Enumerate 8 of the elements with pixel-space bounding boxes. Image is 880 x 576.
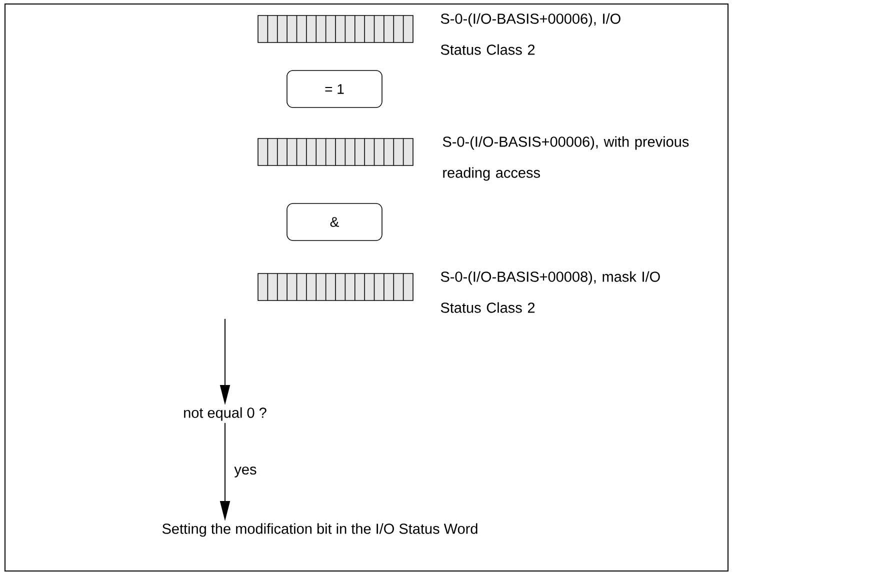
register-label: S-0-(I/O-BASIS+00006), I/O Status Class 2 bbox=[440, 13, 620, 55]
operator-box: = 1 bbox=[286, 70, 382, 108]
flow-text: not equal 0 ? bbox=[184, 407, 266, 421]
edge-label: yes bbox=[234, 466, 256, 478]
operator-box: & bbox=[286, 203, 382, 241]
register-label: S-0-(I/O-BASIS+00008), mask I/O Status Class 2 bbox=[440, 271, 660, 313]
register-label: S-0-(I/O-BASIS+00006), with previous reading access bbox=[442, 136, 689, 181]
flow-text: Setting the modification bit in the I/O Status Word bbox=[162, 523, 478, 537]
